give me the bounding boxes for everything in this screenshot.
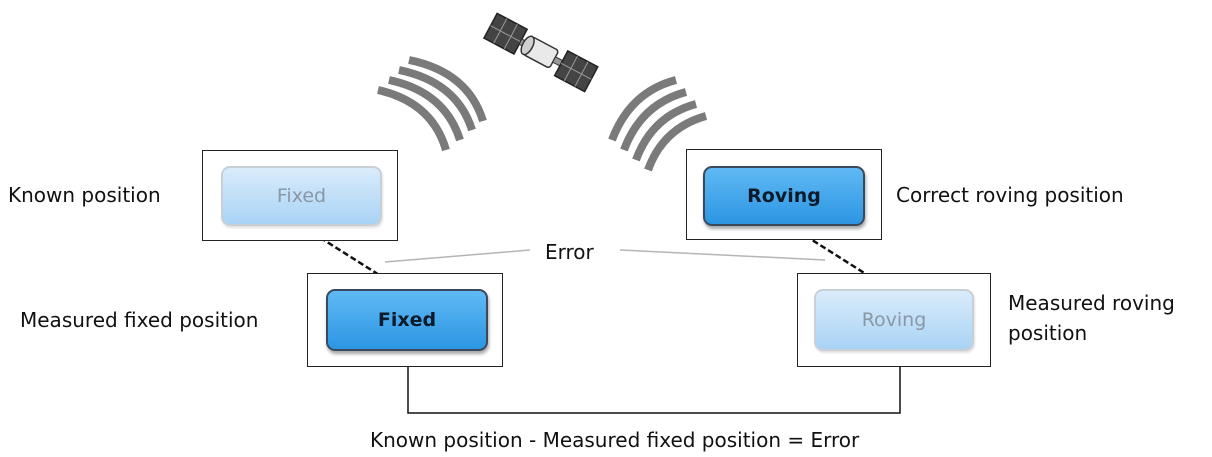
measured-fixed-box-label: Fixed: [377, 309, 437, 331]
correct-roving-position-label: Correct roving position: [896, 183, 1124, 207]
measured-fixed-box: Fixed: [326, 289, 488, 351]
satellite-icon: [482, 12, 599, 93]
measured-roving-position-label-line2: position: [1008, 321, 1088, 345]
known-position-label: Known position: [8, 183, 161, 207]
measured-fixed-position-label: Measured fixed position: [20, 308, 259, 332]
measured-roving-box: Roving: [814, 289, 974, 351]
known-fixed-box: Fixed: [221, 166, 382, 226]
correction-connector-line: [407, 355, 901, 414]
equation-label: Known position - Measured fixed position…: [370, 428, 860, 452]
error-line-left: [384, 249, 531, 263]
correct-roving-box-label: Roving: [747, 185, 821, 207]
correct-roving-box: Roving: [703, 166, 865, 226]
signal-waves-right-icon: [608, 76, 708, 172]
signal-waves-left-icon: [377, 56, 487, 152]
known-fixed-box-label: Fixed: [276, 185, 327, 207]
measured-roving-box-label: Roving: [861, 309, 927, 331]
measured-roving-position-label-line1: Measured roving: [1008, 291, 1175, 315]
error-label: Error: [545, 240, 594, 264]
error-line-right: [619, 249, 826, 261]
